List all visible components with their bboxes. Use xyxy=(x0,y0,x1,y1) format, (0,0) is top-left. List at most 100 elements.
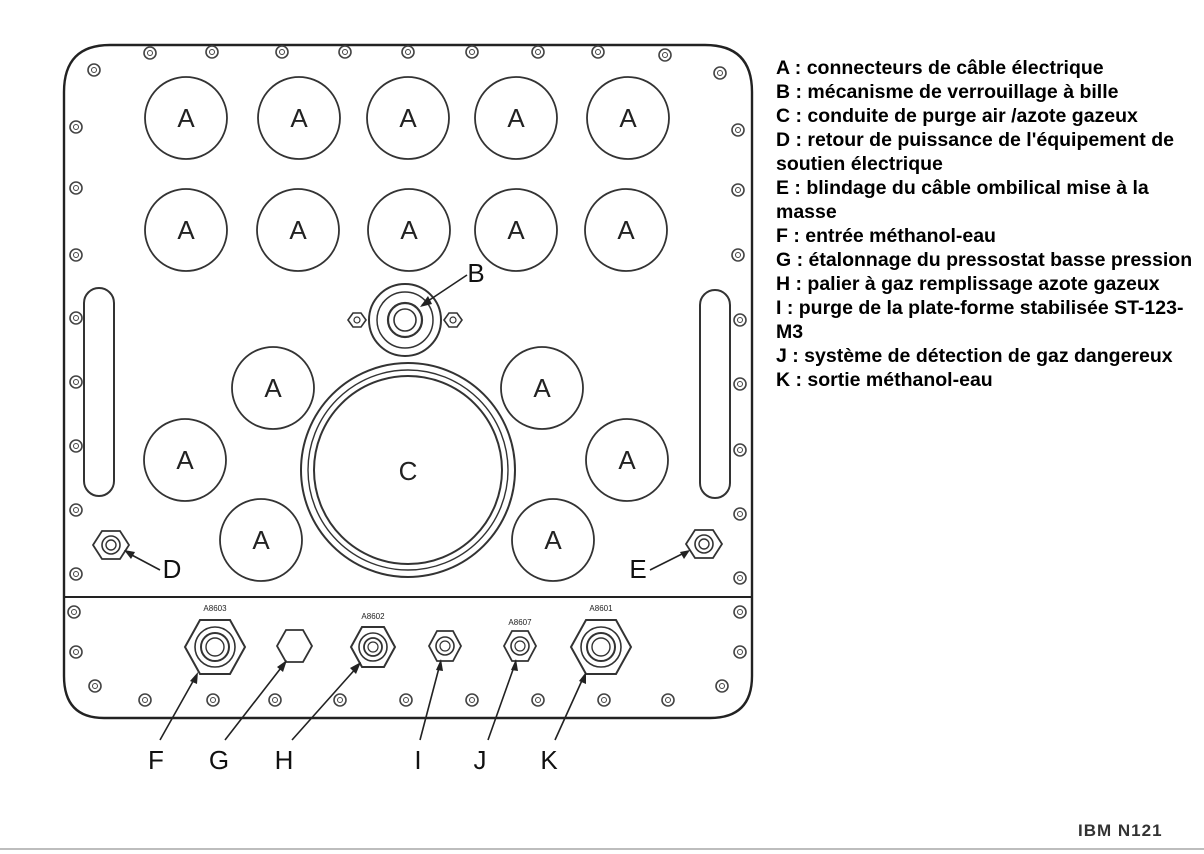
connector-a: A xyxy=(584,188,668,272)
callout-f-arrowhead xyxy=(190,672,198,684)
bolt xyxy=(333,693,347,707)
connector-a-label: A xyxy=(617,215,635,245)
fitting-i xyxy=(427,630,463,662)
fitting-j xyxy=(502,630,538,662)
connector-a-label: A xyxy=(544,525,562,555)
plate-outline xyxy=(62,43,754,720)
purge-line-c-label: C xyxy=(399,456,418,486)
connector-a-label: A xyxy=(264,373,282,403)
callout-d-arrowhead xyxy=(124,550,135,559)
page-edge-line xyxy=(0,848,1204,850)
callout-j-leader xyxy=(487,663,516,741)
bolt xyxy=(465,45,479,59)
left-handle xyxy=(83,287,115,497)
fitting-k xyxy=(569,619,633,675)
connector-a: A xyxy=(586,76,670,160)
legend-item-g: G : étalonnage du pressostat basse press… xyxy=(776,249,1193,271)
connector-a-label: A xyxy=(177,103,195,133)
connector-a: A xyxy=(511,498,595,582)
connector-a: A xyxy=(474,188,558,272)
bolt xyxy=(206,693,220,707)
connector-a: A xyxy=(366,76,450,160)
bolt xyxy=(597,693,611,707)
connector-a-label: A xyxy=(252,525,270,555)
connector-a-label: A xyxy=(619,103,637,133)
bolt xyxy=(69,645,83,659)
bolt xyxy=(591,45,605,59)
ball-lock-mechanism xyxy=(347,283,463,357)
bolt xyxy=(205,45,219,59)
callout-k-leader xyxy=(554,675,585,741)
connector-a: A xyxy=(144,188,228,272)
connector-a: A xyxy=(474,76,558,160)
legend-item-i: I : purge de la plate-forme stabilisée S… xyxy=(776,297,1184,343)
callout-d-leader xyxy=(127,552,161,571)
connector-a-label: A xyxy=(399,103,417,133)
callout-j-label: J xyxy=(474,745,487,775)
bolt xyxy=(465,693,479,707)
fitting-f xyxy=(183,619,247,675)
legend-item-h: H : palier à gaz remplissage azote gazeu… xyxy=(776,273,1160,295)
bolt xyxy=(733,443,747,457)
perimeter-bolts xyxy=(67,45,747,707)
umbilical-plate-diagram: A A A A A A A A A A xyxy=(62,43,754,775)
legend-item-c: C : conduite de purge air /azote gazeux xyxy=(776,105,1138,127)
callout-e-label: E xyxy=(629,554,646,584)
callout-k-label: K xyxy=(540,745,558,775)
bolt xyxy=(69,503,83,517)
bolt xyxy=(731,183,745,197)
bolt xyxy=(88,679,102,693)
callout-b-label: B xyxy=(467,258,484,288)
connector-a-label: A xyxy=(176,445,194,475)
callout-i-label: I xyxy=(414,745,421,775)
connector-a-label: A xyxy=(533,373,551,403)
callout-g-arrowhead xyxy=(277,660,287,672)
fitting-j-tag: A8607 xyxy=(508,618,532,627)
connector-a-label: A xyxy=(507,103,525,133)
fitting-k-tag: A8601 xyxy=(589,604,613,613)
bolt xyxy=(731,123,745,137)
bolt xyxy=(731,248,745,262)
callout-j-arrowhead xyxy=(511,659,518,671)
connector-a: A xyxy=(257,76,341,160)
callout-k-arrowhead xyxy=(579,672,586,684)
legend-item-j: J : système de détection de gaz dangereu… xyxy=(776,345,1173,367)
bolt xyxy=(733,313,747,327)
callout-h-arrowhead xyxy=(350,662,361,674)
bolt xyxy=(733,571,747,585)
fitting-g xyxy=(275,629,314,663)
connector-a: A xyxy=(143,418,227,502)
connector-a-label: A xyxy=(177,215,195,245)
bolt xyxy=(69,181,83,195)
bolt xyxy=(69,248,83,262)
fitting-d xyxy=(91,530,131,560)
callout-i-leader xyxy=(419,663,441,741)
fitting-h xyxy=(349,626,397,668)
bolt xyxy=(69,439,83,453)
bolt xyxy=(733,645,747,659)
legend-item-f: F : entrée méthanol-eau xyxy=(776,225,996,247)
callout-g-label: G xyxy=(209,745,229,775)
connector-a: A xyxy=(367,188,451,272)
bolt xyxy=(733,377,747,391)
bolt xyxy=(268,693,282,707)
bolt xyxy=(531,45,545,59)
legend-item-a: A : connecteurs de câble électrique xyxy=(776,57,1104,79)
bolt xyxy=(87,63,101,77)
legend-item-e: E : blindage du câble ombilical mise à l… xyxy=(776,177,1149,223)
callout-e-leader xyxy=(649,552,685,571)
bolt xyxy=(338,45,352,59)
bolt xyxy=(715,679,729,693)
connector-a: A xyxy=(219,498,303,582)
legend: A : connecteurs de câble électrique B : … xyxy=(776,56,1196,392)
callout-d-label: D xyxy=(163,554,182,584)
bolt xyxy=(531,693,545,707)
connector-a: A xyxy=(231,346,315,430)
bolt xyxy=(661,693,675,707)
connector-a-label: A xyxy=(289,215,307,245)
callout-f-leader xyxy=(159,675,197,741)
legend-item-d: D : retour de puissance de l'équipement … xyxy=(776,129,1174,175)
callout-b-arrowhead xyxy=(420,296,432,307)
callout-f-label: F xyxy=(148,745,164,775)
right-handle xyxy=(699,289,731,499)
